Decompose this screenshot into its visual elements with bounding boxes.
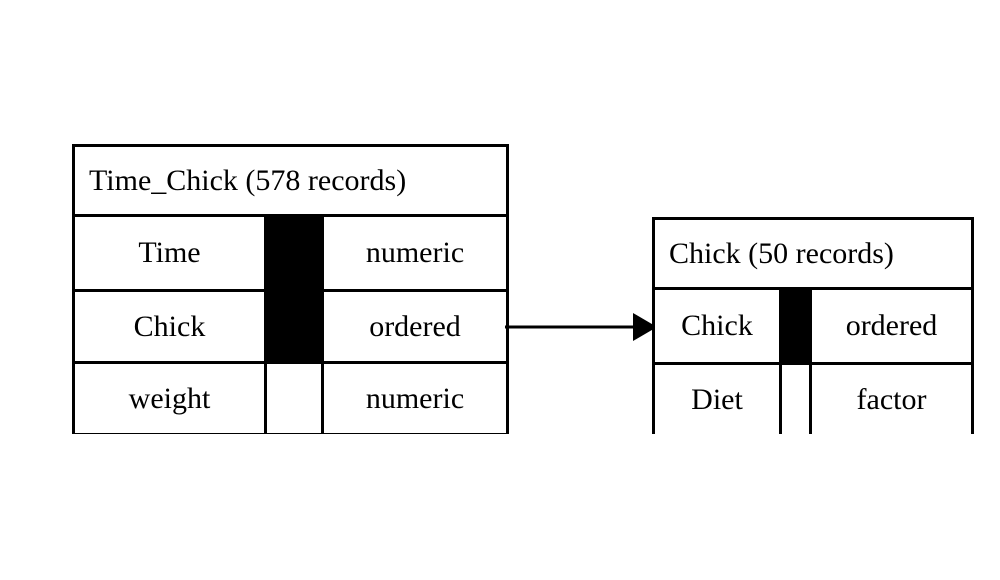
table-row[interactable]: weight numeric <box>75 361 506 433</box>
table-row[interactable]: Time numeric <box>75 217 506 289</box>
table-row[interactable]: Diet factor <box>655 362 971 434</box>
field-name-cell: weight <box>75 364 267 433</box>
entity-table-time-chick[interactable]: Time_Chick (578 records) Time numeric Ch… <box>72 144 509 434</box>
field-name-cell: Chick <box>75 292 267 361</box>
key-indicator-cell <box>782 365 812 434</box>
entity-header-chick: Chick (50 records) <box>655 220 971 290</box>
key-indicator-cell <box>267 217 324 289</box>
key-indicator-cell <box>267 364 324 433</box>
table-row[interactable]: Chick ordered <box>75 289 506 361</box>
field-type-cell: numeric <box>324 217 506 289</box>
field-name-cell: Diet <box>655 365 782 434</box>
field-type-cell: factor <box>812 365 971 434</box>
field-name-cell: Chick <box>655 290 782 362</box>
key-indicator-cell <box>267 292 324 361</box>
entity-header-time-chick: Time_Chick (578 records) <box>75 147 506 217</box>
relationship-arrow <box>505 306 657 348</box>
field-type-cell: ordered <box>324 292 506 361</box>
field-name-cell: Time <box>75 217 267 289</box>
entity-table-chick[interactable]: Chick (50 records) Chick ordered Diet fa… <box>652 217 974 434</box>
field-type-cell: ordered <box>812 290 971 362</box>
arrow-icon <box>505 313 657 341</box>
table-row[interactable]: Chick ordered <box>655 290 971 362</box>
field-type-cell: numeric <box>324 364 506 433</box>
key-indicator-cell <box>782 290 812 362</box>
